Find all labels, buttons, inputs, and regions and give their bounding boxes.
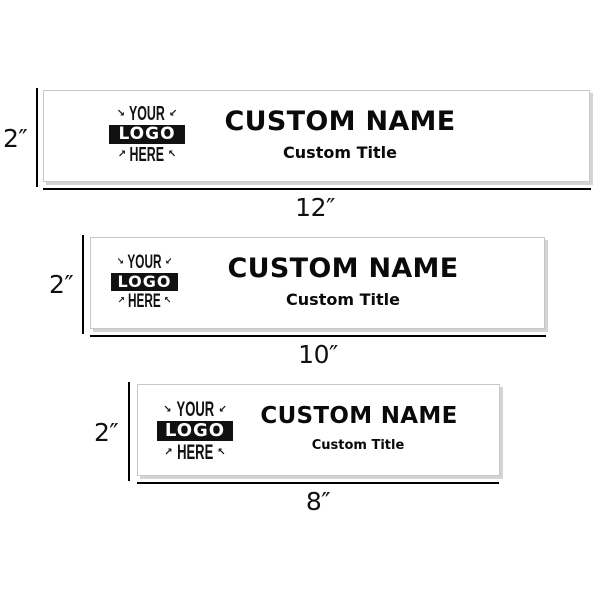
name-plate-12in: ↘ YOUR ↙ LOGO ↗ HERE ↖ CUSTOM NAME Custo… [43,90,590,182]
arrow-up-right-icon: ↗ [164,446,173,458]
plate-title-text: Custom Title [311,438,405,453]
logo-text-your: YOUR [127,252,162,273]
arrow-up-left-icon: ↖ [167,149,177,160]
arrow-down-right-icon: ↘ [116,108,126,119]
plate-name-text: CUSTOM NAME [224,106,456,137]
height-dimension-line [128,382,130,481]
width-dimension-label: 10″ [298,340,338,369]
height-dimension-label: 2″ [94,418,119,447]
plate-title-text: Custom Title [283,143,397,162]
height-dimension-label: 2″ [3,124,28,153]
logo-placeholder: ↘ YOUR ↙ LOGO ↗ HERE ↖ [109,104,185,165]
logo-top-line: ↘ YOUR ↙ [111,253,178,272]
height-dimension-label: 2″ [49,270,74,299]
arrow-up-left-icon: ↖ [217,446,226,458]
plate-title-text: Custom Title [286,290,400,309]
width-dimension-line [137,482,499,484]
width-dimension-label: 8″ [305,487,331,516]
logo-text-your: YOUR [129,103,165,125]
logo-text-here: HERE [129,144,165,166]
plate-name-text: CUSTOM NAME [227,253,459,284]
logo-placeholder: ↘ YOUR ↙ LOGO ↗ HERE ↖ [111,253,178,311]
logo-top-line: ↘ YOUR ↙ [157,399,233,420]
name-plate-8in: ↘ YOUR ↙ LOGO ↗ HERE ↖ CUSTOM NAME Custo… [137,384,500,476]
logo-text-here: HERE [176,441,214,464]
plate-name-text: CUSTOM NAME [260,403,458,429]
width-dimension-line [90,335,546,337]
height-dimension-line [82,235,84,334]
logo-bottom-line: ↗ HERE ↖ [157,442,233,463]
name-plate-10in: ↘ YOUR ↙ LOGO ↗ HERE ↖ CUSTOM NAME Custo… [90,237,545,329]
logo-text-logo: LOGO [157,421,233,441]
width-dimension-label: 12″ [295,193,335,222]
arrow-down-right-icon: ↘ [116,257,125,267]
width-dimension-line [43,188,591,190]
logo-placeholder: ↘ YOUR ↙ LOGO ↗ HERE ↖ [157,399,233,463]
logo-text-logo: LOGO [111,273,178,291]
arrow-down-left-icon: ↙ [218,403,227,415]
logo-text-here: HERE [128,291,161,312]
arrow-down-left-icon: ↙ [164,257,173,267]
logo-top-line: ↘ YOUR ↙ [109,104,185,124]
logo-bottom-line: ↗ HERE ↖ [109,145,185,165]
logo-text-logo: LOGO [109,125,185,144]
arrow-up-right-icon: ↗ [117,296,126,306]
logo-text-your: YOUR [176,398,214,421]
height-dimension-line [36,88,38,187]
arrow-up-right-icon: ↗ [117,149,127,160]
arrow-down-right-icon: ↘ [163,403,172,415]
arrow-up-left-icon: ↖ [163,296,172,306]
arrow-down-left-icon: ↙ [168,108,178,119]
logo-bottom-line: ↗ HERE ↖ [111,292,178,311]
